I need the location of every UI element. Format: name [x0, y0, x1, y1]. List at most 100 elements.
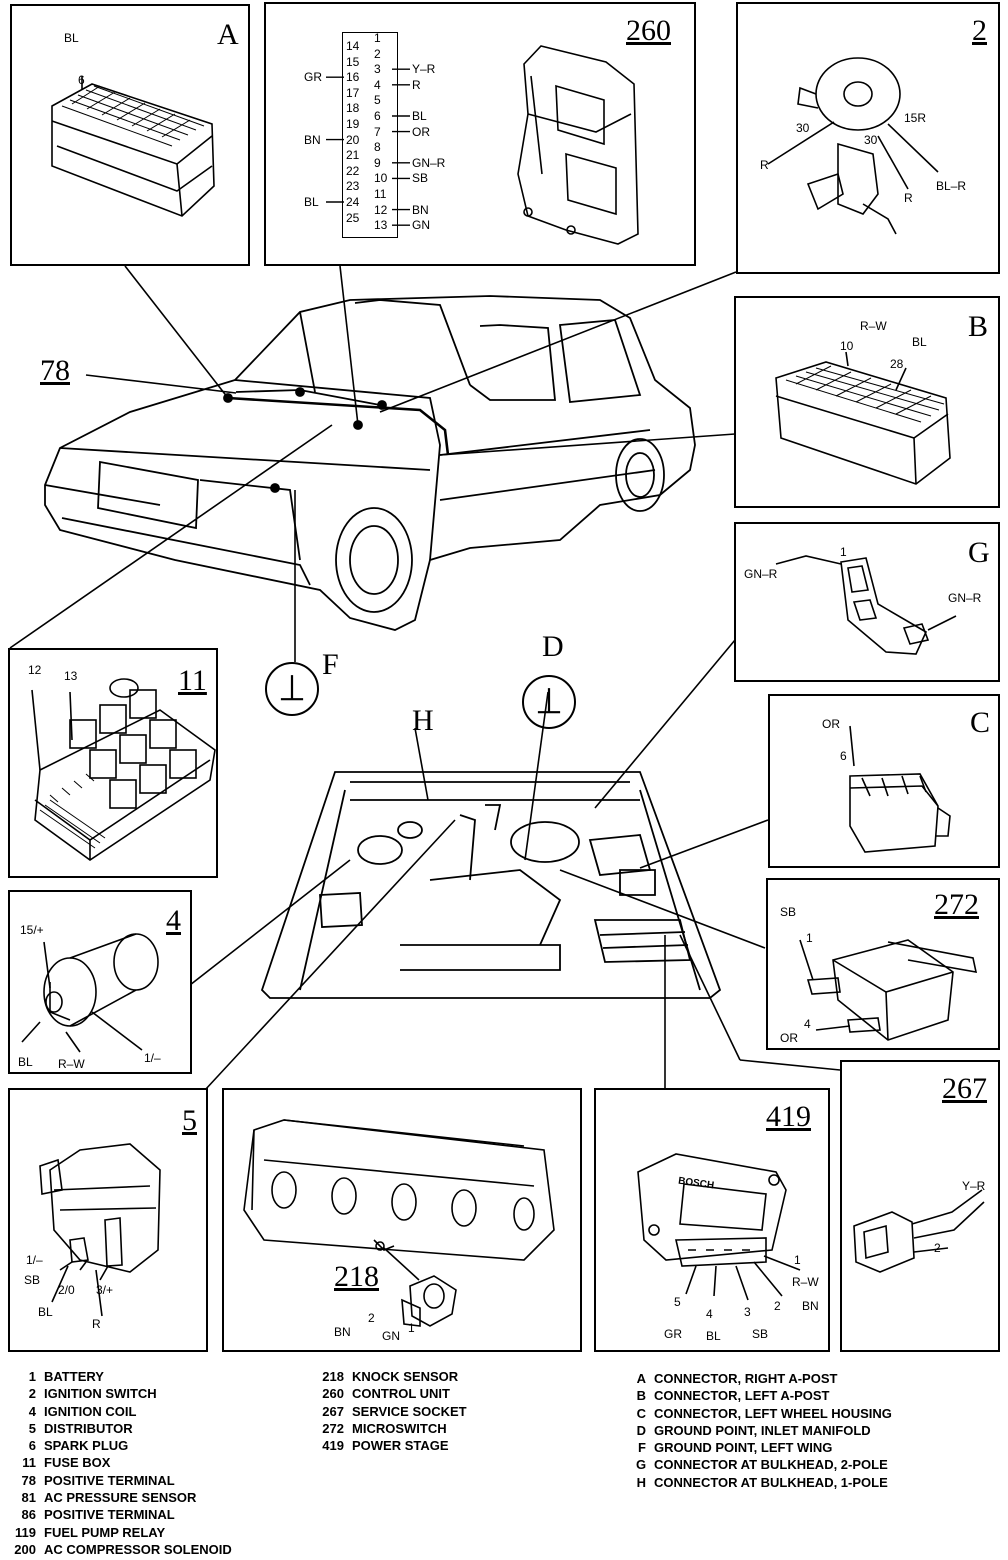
- connector-g-illustration: [775, 555, 957, 655]
- pin-label-5: 5: [674, 1295, 681, 1309]
- terminal-label-1: 1/–: [144, 1051, 161, 1065]
- legend-text: GROUND POINT, INLET MANIFOLD: [654, 1422, 871, 1438]
- pin-4: 4: [374, 77, 381, 92]
- wire-label-gn: GN: [382, 1329, 400, 1343]
- legend-number: 218: [322, 1369, 344, 1384]
- distributor-illustration: [39, 1143, 161, 1317]
- panel-260-title: 260: [626, 14, 671, 47]
- callout-d: D: [542, 630, 564, 663]
- wire-label-bl: BL: [706, 1329, 721, 1343]
- legend-item: G CONNECTOR AT BULKHEAD, 2-POLE: [636, 1456, 892, 1473]
- legend-number: 419: [322, 1438, 344, 1454]
- wire-label-bn: BN: [802, 1299, 819, 1313]
- pin-6: 6: [374, 109, 381, 123]
- wire-label-pin-10: SB: [412, 171, 429, 186]
- control-unit-pinout: [342, 32, 398, 238]
- legend-text: BATTERY: [44, 1369, 104, 1384]
- pin-label-13: 13: [64, 669, 78, 683]
- wire-label-pin-9: GN–R: [412, 155, 446, 170]
- legend-number: F: [638, 1440, 646, 1456]
- terminal-label-30-left: 30: [796, 121, 810, 135]
- legend-text: SERVICE SOCKET: [352, 1403, 467, 1419]
- panel-b-title: B: [968, 310, 989, 343]
- pin-17: 17: [346, 85, 360, 100]
- pin-8: 8: [374, 140, 381, 155]
- panel-11-title: 11: [178, 664, 207, 697]
- wire-label-bn: BN: [334, 1325, 351, 1339]
- panel-connector-c: C OR 6: [768, 694, 1000, 868]
- panel-272-title: 272: [934, 888, 979, 921]
- pin-3: 3: [374, 62, 381, 77]
- pin-11: 11: [374, 187, 387, 201]
- wire-label-sb: SB: [24, 1273, 41, 1287]
- legend-text: CONNECTOR, LEFT A-POST: [654, 1388, 830, 1404]
- connector-c-illustration: [849, 725, 951, 853]
- wire-label-r-w: R–W: [58, 1057, 85, 1071]
- panel-power-stage-419: 419 BOSCH 1 R–W 2 BN 3 SB 4 BL 5 GR: [594, 1088, 830, 1352]
- wire-label-gr: GR: [664, 1327, 682, 1341]
- pin-22: 22: [346, 163, 360, 178]
- wire-label-r-w: R–W: [860, 319, 887, 333]
- pin-10: 10: [374, 171, 388, 186]
- wire-label-sb: SB: [752, 1327, 769, 1341]
- legend-number: G: [636, 1457, 647, 1473]
- wire-label-or: OR: [780, 1031, 798, 1045]
- wire-label-bl: BL: [18, 1055, 33, 1069]
- legend-text: CONNECTOR AT BULKHEAD, 2-POLE: [654, 1457, 888, 1473]
- leader-11: [9, 424, 333, 649]
- car-illustration: [44, 295, 696, 631]
- panel-microswitch-272: 272 SB 1 4 OR: [766, 878, 1000, 1050]
- leader-78: [85, 374, 237, 394]
- pin-19: 19: [346, 117, 360, 131]
- pin-label-1: 1: [806, 931, 813, 945]
- connector-b-illustration: [775, 351, 951, 485]
- pin-5: 5: [374, 93, 381, 108]
- panel-419-title: 419: [766, 1100, 811, 1133]
- panel-a-title: A: [217, 18, 239, 51]
- pin-label-3: 3: [744, 1305, 751, 1319]
- legend-text: POSITIVE TERMINAL: [44, 1507, 175, 1523]
- leader-b: [439, 433, 736, 456]
- wire-label-pin-24: BL: [304, 195, 319, 209]
- wire-label-y-r: Y–R: [962, 1179, 986, 1193]
- pin-16: 16: [346, 70, 360, 85]
- wire-label-pin-12: BN: [412, 202, 429, 217]
- leader-a: [124, 265, 229, 399]
- legend-text: IGNITION SWITCH: [44, 1386, 157, 1402]
- pinout-wire-ticks: [326, 68, 410, 226]
- legend-text: GROUND POINT, LEFT WING: [654, 1440, 833, 1456]
- legend-number: 267: [322, 1403, 344, 1419]
- wire-label-pin-3: Y–R: [412, 62, 436, 77]
- wire-label-r-w: R–W: [792, 1275, 819, 1289]
- legend-text: SPARK PLUG: [44, 1438, 129, 1454]
- pin-label-28: 28: [890, 357, 904, 371]
- legend-text: CONNECTOR, RIGHT A-POST: [654, 1371, 838, 1386]
- pin-2: 2: [374, 46, 381, 61]
- pin-label-2: 2: [368, 1311, 375, 1325]
- legend-text: CONTROL UNIT: [352, 1386, 450, 1402]
- legend-number: 86: [21, 1507, 36, 1523]
- pin-label-4: 4: [804, 1017, 811, 1031]
- legend-number: 81: [21, 1490, 36, 1506]
- engine-bay-illustration: [260, 771, 722, 999]
- legend-text: FUSE BOX: [44, 1455, 111, 1471]
- panel-knock-sensor-218: 218 2 BN 1 GN: [222, 1088, 582, 1352]
- panel-connector-b: B R–W BL 10 28: [734, 296, 1000, 508]
- pin-20: 20: [346, 132, 360, 147]
- legend-number: D: [636, 1422, 646, 1438]
- legend-text: MICROSWITCH: [352, 1420, 447, 1436]
- panel-ignition-coil-4: 4 15/+ BL R–W 1/–: [8, 890, 192, 1074]
- callout-f: F: [322, 648, 339, 681]
- legend-number: 5: [28, 1420, 36, 1436]
- wire-label-pin-7: OR: [412, 124, 430, 139]
- fuse-box-illustration: [31, 678, 216, 861]
- power-stage-illustration: [637, 1153, 801, 1301]
- wire-label-bl: BL: [64, 31, 79, 45]
- terminal-label-3: 3/+: [96, 1283, 114, 1297]
